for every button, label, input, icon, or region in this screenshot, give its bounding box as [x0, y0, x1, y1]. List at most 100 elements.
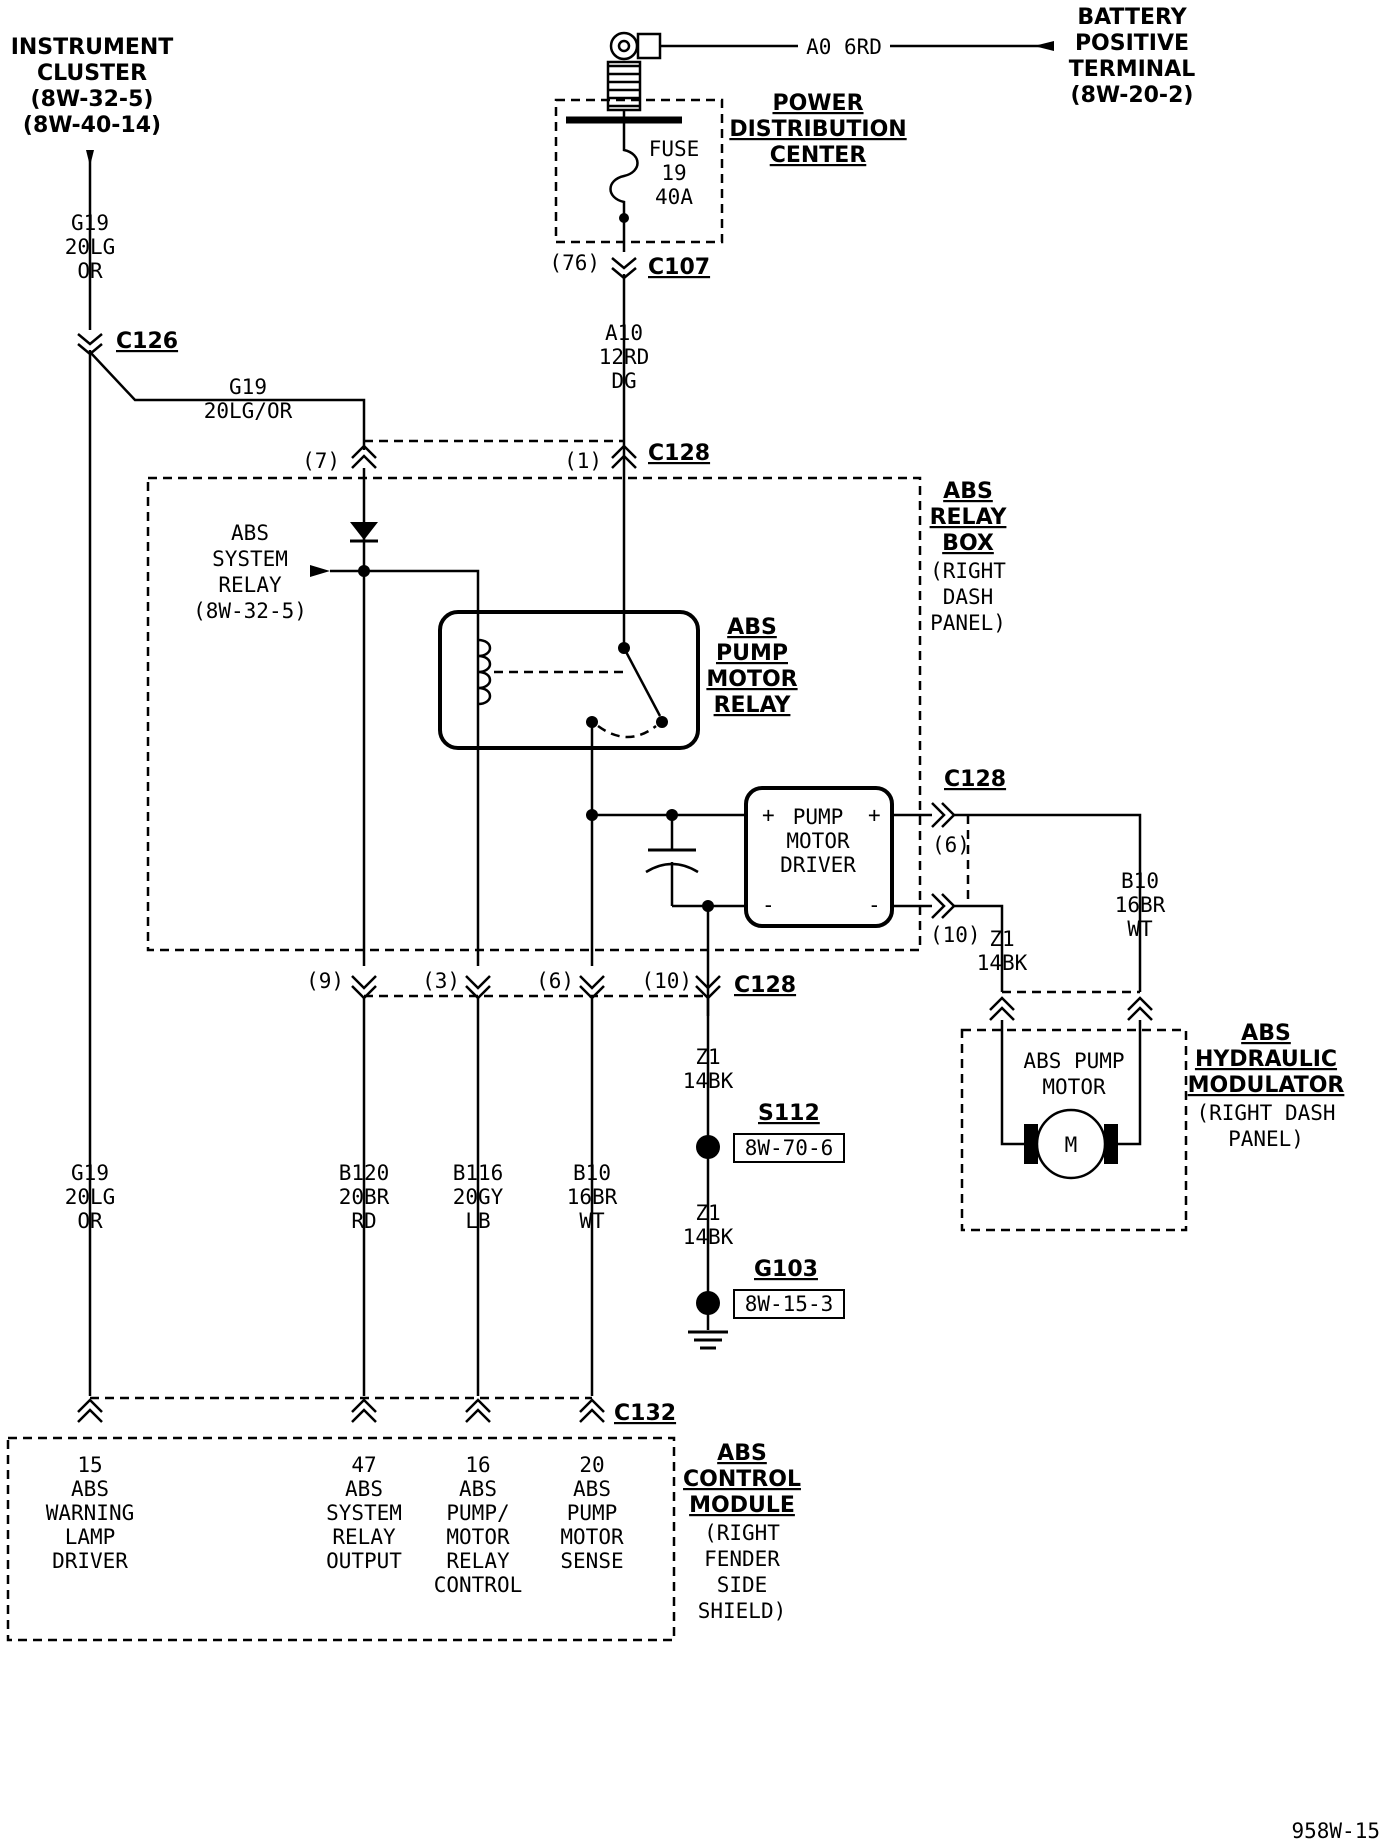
- svg-text:(RIGHT: (RIGHT: [704, 1521, 780, 1545]
- svg-text:FENDER: FENDER: [704, 1547, 780, 1571]
- svg-text:MOTOR: MOTOR: [786, 829, 850, 853]
- ground-icon: [688, 1330, 728, 1350]
- abs-control-module-box: [6, 1436, 676, 1642]
- abs-hydraulic-modulator-label: ABS HYDRAULIC MODULATOR (RIGHT DASH PANE…: [1188, 1021, 1345, 1151]
- abs-relay-box-label: ABS RELAY BOX (RIGHT DASH PANEL): [930, 479, 1008, 635]
- svg-text:ABS: ABS: [727, 615, 777, 640]
- svg-text:CONTROL: CONTROL: [434, 1573, 523, 1597]
- svg-text:RELAY: RELAY: [930, 505, 1008, 530]
- abs-control-module-label: ABS CONTROL MODULE (RIGHT FENDER SIDE SH…: [683, 1441, 801, 1623]
- svg-text:WT: WT: [579, 1209, 605, 1233]
- svg-text:(8W-32-5): (8W-32-5): [31, 87, 154, 112]
- svg-text:14BK: 14BK: [683, 1225, 734, 1249]
- abs-pump-motor-label: ABS PUMP MOTOR: [1023, 1049, 1124, 1099]
- wire-z1-right: [954, 904, 1004, 992]
- svg-text:SENSE: SENSE: [560, 1549, 623, 1573]
- wire-z1-a-label: Z1 14BK: [683, 1045, 734, 1093]
- c132-label: C132: [614, 1401, 676, 1426]
- wire-a0-label-bg: [798, 34, 890, 58]
- wire-b10-bottom-label: B10 16BR WT: [567, 1161, 618, 1233]
- s112-ref: 8W-70-6: [745, 1136, 834, 1160]
- wire-b120-label: B120 20BR RD: [339, 1161, 390, 1233]
- abs-relay-box: [146, 476, 922, 952]
- c128-pin10-right-connector-icon: [931, 893, 956, 919]
- svg-text:BOX: BOX: [942, 531, 994, 556]
- svg-text:B116: B116: [453, 1161, 504, 1185]
- splice-s112-dot: [696, 1135, 720, 1159]
- svg-text:LB: LB: [465, 1209, 490, 1233]
- modulator-connector-left-icon: [989, 996, 1015, 1021]
- svg-text:MODULATOR: MODULATOR: [1188, 1073, 1345, 1098]
- pdc-label: POWER DISTRIBUTION CENTER: [729, 91, 906, 168]
- svg-text:OR: OR: [77, 1209, 103, 1233]
- driver-minus-left: -: [762, 893, 775, 917]
- svg-text:PANEL): PANEL): [1228, 1127, 1304, 1151]
- wire-a0-label: A0 6RD: [806, 35, 882, 59]
- svg-text:MOTOR: MOTOR: [706, 667, 797, 692]
- abs-hydraulic-modulator-box: [960, 1028, 1188, 1232]
- page-ref: 958W-15: [1291, 1819, 1380, 1843]
- svg-text:12RD: 12RD: [599, 345, 650, 369]
- c128-pin6-right-connector-icon: [931, 802, 956, 828]
- svg-text:RD: RD: [351, 1209, 376, 1233]
- c126-label: C126: [116, 329, 178, 354]
- svg-text:G19: G19: [229, 375, 267, 399]
- svg-text:20LG: 20LG: [65, 1185, 116, 1209]
- svg-text:B120: B120: [339, 1161, 390, 1185]
- g103-label: G103: [754, 1257, 818, 1282]
- c132-pin16-connector-icon: [465, 1398, 491, 1423]
- battery-label: BATTERY POSITIVE TERMINAL (8W-20-2): [1069, 5, 1196, 108]
- svg-text:(RIGHT DASH: (RIGHT DASH: [1196, 1101, 1335, 1125]
- svg-text:MOTOR: MOTOR: [1042, 1075, 1106, 1099]
- s112-ref-box: [733, 1133, 845, 1163]
- svg-text:CLUSTER: CLUSTER: [37, 61, 147, 86]
- svg-text:MOTOR: MOTOR: [560, 1525, 624, 1549]
- driver-minus-right: -: [868, 893, 881, 917]
- svg-text:16: 16: [465, 1453, 490, 1477]
- abs-pump-motor-relay-box: [438, 610, 700, 750]
- pump-motor-driver-label: PUMP MOTOR DRIVER: [780, 805, 856, 877]
- svg-text:(8W-40-14): (8W-40-14): [23, 113, 161, 138]
- svg-text:40A: 40A: [655, 185, 693, 209]
- svg-text:A10: A10: [605, 321, 643, 345]
- svg-text:PUMP: PUMP: [716, 641, 788, 666]
- motor-symbol: M: [1065, 1133, 1078, 1157]
- svg-text:20LG/OR: 20LG/OR: [204, 399, 293, 423]
- svg-text:HYDRAULIC: HYDRAULIC: [1195, 1047, 1337, 1072]
- svg-text:MOTOR: MOTOR: [446, 1525, 510, 1549]
- svg-text:B10: B10: [573, 1161, 611, 1185]
- g103-ref: 8W-15-3: [745, 1292, 834, 1316]
- c132-pin15-connector-icon: [77, 1398, 103, 1423]
- pump-motor-driver-box: [744, 786, 894, 928]
- svg-text:ABS: ABS: [943, 479, 993, 504]
- relay-switch-arc: [597, 724, 657, 739]
- pin20-label: 20 ABS PUMP MOTOR SENSE: [560, 1453, 624, 1573]
- c107-label: C107: [648, 255, 710, 280]
- ground-g103-dot: [696, 1291, 720, 1315]
- svg-text:20GY: 20GY: [453, 1185, 504, 1209]
- pin15-label: 15 ABS WARNING LAMP DRIVER: [46, 1453, 135, 1573]
- fuse-label: FUSE 19 40A: [649, 137, 700, 209]
- svg-text:DISTRIBUTION: DISTRIBUTION: [729, 117, 906, 142]
- svg-text:15: 15: [77, 1453, 102, 1477]
- battery-terminal-icon: [606, 31, 662, 112]
- svg-text:47: 47: [351, 1453, 376, 1477]
- svg-text:14BK: 14BK: [977, 951, 1028, 975]
- svg-text:SYSTEM: SYSTEM: [326, 1501, 402, 1525]
- svg-text:ABS PUMP: ABS PUMP: [1023, 1049, 1124, 1073]
- abs-pump-motor-relay-label: ABS PUMP MOTOR RELAY: [706, 615, 797, 718]
- capacitor-icon: [645, 815, 699, 906]
- svg-text:ABS: ABS: [573, 1477, 611, 1501]
- wire-z1-b-label: Z1 14BK: [683, 1201, 734, 1249]
- c128-pin3: (3): [422, 969, 460, 993]
- modulator-connector-right-icon: [1127, 996, 1153, 1021]
- svg-text:PUMP: PUMP: [567, 1501, 618, 1525]
- wire-motor-left: [1000, 1020, 1024, 1146]
- svg-text:G19: G19: [71, 211, 109, 235]
- svg-text:CENTER: CENTER: [770, 143, 867, 168]
- diode-icon: [350, 522, 378, 543]
- wire-g19-top-label: G19 20LG OR: [65, 211, 116, 283]
- c128-pin6-right: (6): [932, 833, 970, 857]
- svg-text:16BR: 16BR: [567, 1185, 618, 1209]
- svg-text:BATTERY: BATTERY: [1077, 5, 1187, 30]
